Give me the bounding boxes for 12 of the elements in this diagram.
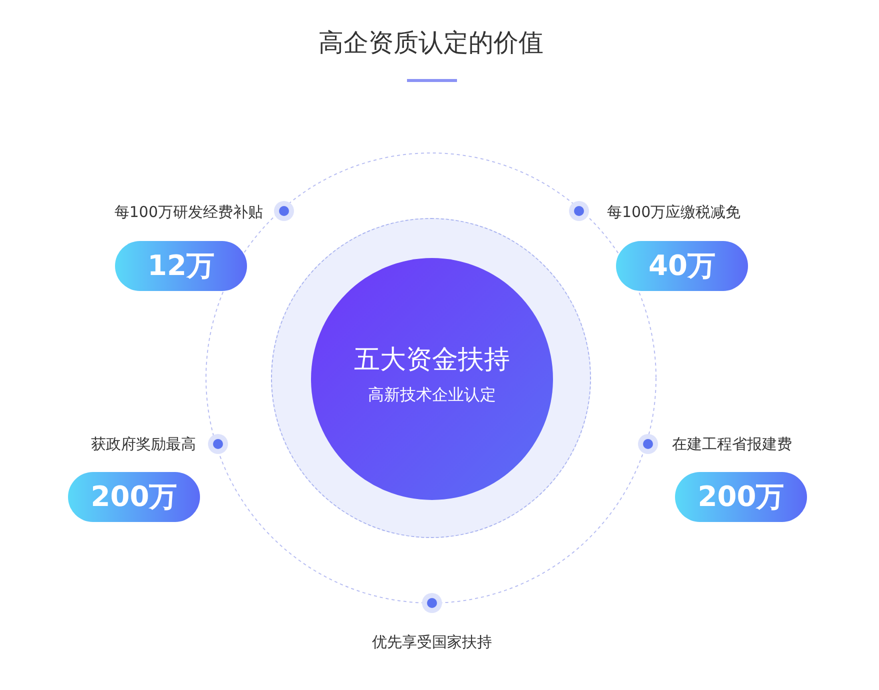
value-pill: 200万 <box>675 472 807 522</box>
item-label: 获政府奖励最高 <box>91 435 196 454</box>
item-label: 在建工程省报建费 <box>672 435 792 454</box>
value-pill: 200万 <box>68 472 200 522</box>
title: 高企资质认定的价值 <box>318 27 544 59</box>
item-label: 每100万研发经费补贴 <box>114 203 263 222</box>
value-pill: 40万 <box>616 241 748 291</box>
item-label: 优先享受国家扶持 <box>371 633 493 652</box>
circle-subtitle: 高新技术企业认定 <box>368 385 496 406</box>
circle-heading: 五大资金扶持 <box>354 344 510 377</box>
item-label: 每100万应缴税减免 <box>607 203 741 222</box>
value-pill: 12万 <box>115 241 247 291</box>
